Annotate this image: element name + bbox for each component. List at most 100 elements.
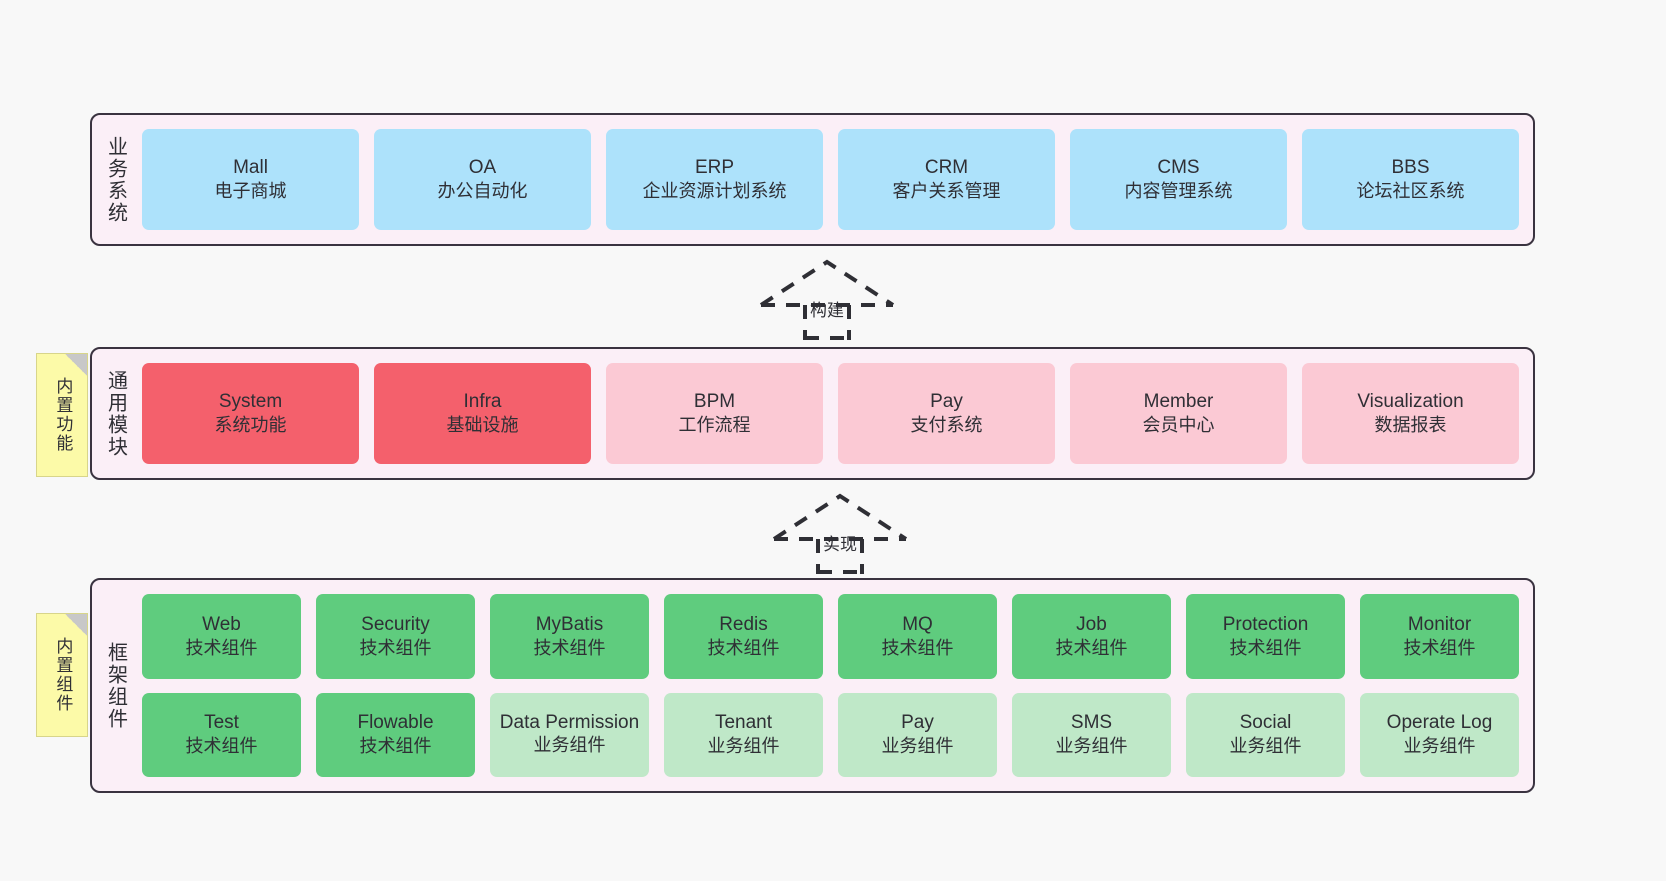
module-box-system[interactable]: System 系统功能 xyxy=(142,363,359,464)
box-subtitle: 技术组件 xyxy=(185,637,258,658)
component-box-web[interactable]: Web 技术组件 xyxy=(142,594,301,679)
box-subtitle: 业务组件 xyxy=(707,736,780,757)
business-box-bbs[interactable]: BBS 论坛社区系统 xyxy=(1302,129,1519,230)
layer-title-common-modules: 通用模块 xyxy=(104,369,127,458)
box-subtitle: 技术组件 xyxy=(707,637,780,658)
component-box-sms[interactable]: SMS 业务组件 xyxy=(1012,692,1171,777)
box-title: MQ xyxy=(902,613,933,635)
box-title: Infra xyxy=(463,390,502,412)
box-subtitle: 技术组件 xyxy=(359,637,432,658)
box-title: Pay xyxy=(930,390,963,412)
connector-build: 构建 xyxy=(757,258,897,340)
box-title: OA xyxy=(468,156,497,178)
box-subtitle: 客户关系管理 xyxy=(892,181,1001,202)
module-box-infra[interactable]: Infra 基础设施 xyxy=(374,363,591,464)
component-box-test[interactable]: Test 技术组件 xyxy=(142,692,301,777)
layer-body-common-modules: System 系统功能 Infra 基础设施 BPM 工作流程 Pay 支付系统… xyxy=(138,349,1533,478)
component-box-security[interactable]: Security 技术组件 xyxy=(316,594,475,679)
box-title: ERP xyxy=(694,156,735,178)
box-title: Pay xyxy=(901,712,934,734)
box-subtitle: 技术组件 xyxy=(533,637,606,658)
component-box-redis[interactable]: Redis 技术组件 xyxy=(664,594,823,679)
box-subtitle: 业务组件 xyxy=(881,736,954,757)
component-box-protection[interactable]: Protection 技术组件 xyxy=(1186,594,1345,679)
box-title: Operate Log xyxy=(1386,712,1493,734)
box-title: CMS xyxy=(1157,156,1200,178)
note-builtin-components: 内置组件 xyxy=(36,613,88,737)
box-subtitle: 会员中心 xyxy=(1142,415,1215,436)
box-subtitle: 企业资源计划系统 xyxy=(642,181,787,202)
layer-title-framework-components: 框架组件 xyxy=(104,641,127,730)
layer-body-business-systems: Mall 电子商城 OA 办公自动化 ERP 企业资源计划系统 CRM 客户关系… xyxy=(138,115,1533,244)
box-title: Data Permission xyxy=(499,712,640,734)
box-title: BPM xyxy=(693,390,736,412)
framework-biz-row: Test 技术组件 Flowable 技术组件 Data Permission … xyxy=(142,692,1519,777)
box-title: BBS xyxy=(1391,156,1430,178)
box-title: Security xyxy=(361,613,430,635)
business-box-crm[interactable]: CRM 客户关系管理 xyxy=(838,129,1055,230)
module-box-member[interactable]: Member 会员中心 xyxy=(1070,363,1287,464)
component-box-tenant[interactable]: Tenant 业务组件 xyxy=(664,692,823,777)
generalization-arrow-icon xyxy=(759,259,895,340)
business-box-erp[interactable]: ERP 企业资源计划系统 xyxy=(606,129,823,230)
box-subtitle: 支付系统 xyxy=(910,415,983,436)
module-box-visualization[interactable]: Visualization 数据报表 xyxy=(1302,363,1519,464)
business-box-oa[interactable]: OA 办公自动化 xyxy=(374,129,591,230)
box-title: Social xyxy=(1239,712,1292,734)
box-title: MyBatis xyxy=(535,613,604,635)
box-subtitle: 基础设施 xyxy=(446,415,519,436)
component-box-mybatis[interactable]: MyBatis 技术组件 xyxy=(490,594,649,679)
component-box-job[interactable]: Job 技术组件 xyxy=(1012,594,1171,679)
layer-body-framework-components: Web 技术组件 Security 技术组件 MyBatis 技术组件 Redi… xyxy=(138,580,1533,791)
box-subtitle: 电子商城 xyxy=(214,181,287,202)
box-title: CRM xyxy=(924,156,969,178)
module-box-pay[interactable]: Pay 支付系统 xyxy=(838,363,1055,464)
box-subtitle: 技术组件 xyxy=(359,736,432,757)
box-subtitle: 技术组件 xyxy=(185,736,258,757)
box-subtitle: 数据报表 xyxy=(1374,415,1447,436)
module-box-bpm[interactable]: BPM 工作流程 xyxy=(606,363,823,464)
box-subtitle: 论坛社区系统 xyxy=(1356,181,1465,202)
box-subtitle: 技术组件 xyxy=(1055,637,1128,658)
connector-implement: 实现 xyxy=(770,492,910,574)
business-box-mall[interactable]: Mall 电子商城 xyxy=(142,129,359,230)
connector-label-implement: 实现 xyxy=(823,535,857,554)
box-title: SMS xyxy=(1070,712,1113,734)
component-box-data-permission[interactable]: Data Permission 业务组件 xyxy=(490,692,649,777)
component-box-flowable[interactable]: Flowable 技术组件 xyxy=(316,692,475,777)
box-title: Web xyxy=(202,613,241,635)
note-builtin-features: 内置功能 xyxy=(36,353,88,477)
component-box-pay[interactable]: Pay 业务组件 xyxy=(838,692,997,777)
connector-label-build: 构建 xyxy=(810,301,844,320)
generalization-arrow-icon xyxy=(772,493,908,574)
component-box-social[interactable]: Social 业务组件 xyxy=(1186,692,1345,777)
component-box-monitor[interactable]: Monitor 技术组件 xyxy=(1360,594,1519,679)
box-subtitle: 业务组件 xyxy=(1403,736,1476,757)
box-subtitle: 业务组件 xyxy=(533,735,606,756)
box-title: Job xyxy=(1076,613,1107,635)
box-title: Visualization xyxy=(1357,390,1464,412)
component-box-mq[interactable]: MQ 技术组件 xyxy=(838,594,997,679)
box-subtitle: 业务组件 xyxy=(1229,736,1302,757)
box-title: Mall xyxy=(233,156,268,178)
component-box-operate-log[interactable]: Operate Log 业务组件 xyxy=(1360,692,1519,777)
box-title: Monitor xyxy=(1407,613,1472,635)
box-subtitle: 技术组件 xyxy=(881,637,954,658)
business-systems-row: Mall 电子商城 OA 办公自动化 ERP 企业资源计划系统 CRM 客户关系… xyxy=(142,129,1519,230)
box-subtitle: 工作流程 xyxy=(678,415,751,436)
box-subtitle: 技术组件 xyxy=(1403,637,1476,658)
box-title: Protection xyxy=(1222,613,1309,635)
box-subtitle: 系统功能 xyxy=(214,415,287,436)
box-title: Test xyxy=(204,712,239,734)
box-title: System xyxy=(218,390,283,412)
box-title: Redis xyxy=(719,613,768,635)
common-modules-row: System 系统功能 Infra 基础设施 BPM 工作流程 Pay 支付系统… xyxy=(142,363,1519,464)
box-title: Member xyxy=(1143,390,1214,412)
box-subtitle: 技术组件 xyxy=(1229,637,1302,658)
box-subtitle: 办公自动化 xyxy=(437,181,528,202)
layer-common-modules: 通用模块 System 系统功能 Infra 基础设施 BPM 工作流程 Pay… xyxy=(90,347,1535,480)
box-title: Tenant xyxy=(714,712,773,734)
business-box-cms[interactable]: CMS 内容管理系统 xyxy=(1070,129,1287,230)
box-title: Flowable xyxy=(357,712,434,734)
